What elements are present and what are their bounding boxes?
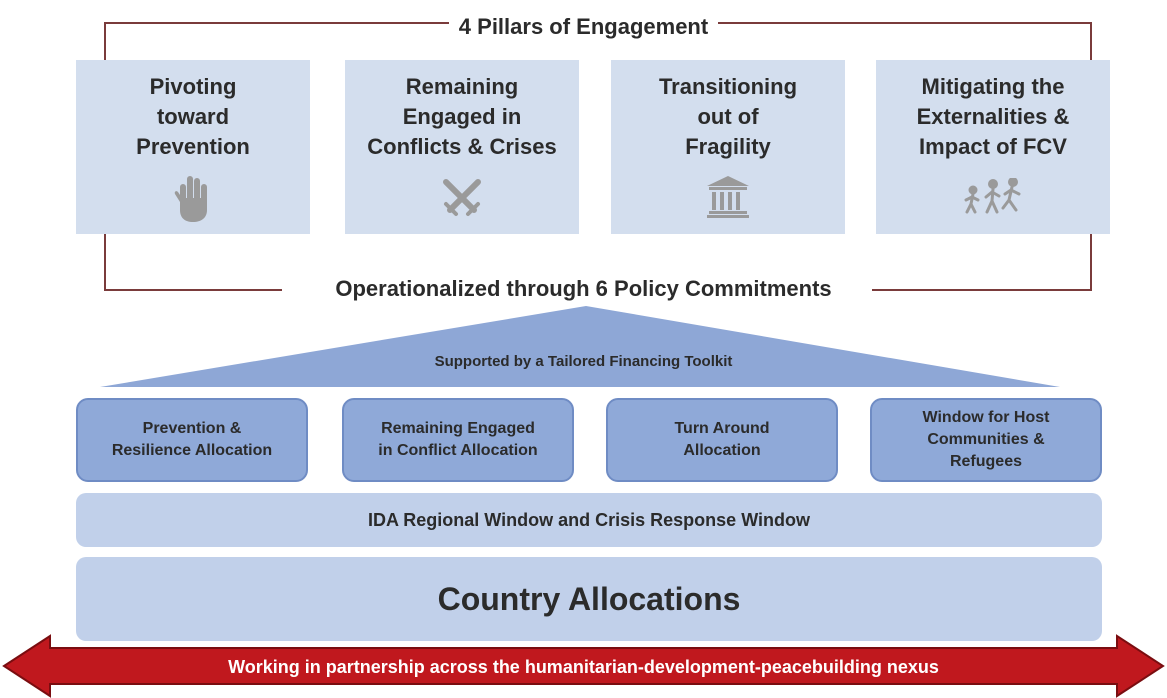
pillar-label-line: Remaining [405,74,519,99]
allocation-line: Allocation [683,442,761,459]
pillar-label-line: Prevention [136,134,250,159]
institution-building-icon [707,176,749,218]
hand-icon [174,176,207,222]
pillar-label-line: toward [156,104,230,129]
country-allocations-label: Country Allocations [437,580,741,617]
pillar-label-line: Pivoting [149,74,237,99]
pillar-label-line: Mitigating the [921,74,1065,99]
allocation-line: Prevention & [142,420,242,437]
top-bracket-left-vertical [104,22,106,60]
pillar-label-line: Transitioning [658,74,798,99]
pillar-prevention: Pivoting toward Prevention [76,60,310,234]
allocation-remaining-engaged: Remaining Engaged in Conflict Allocation [342,398,574,482]
country-allocations-band: Country Allocations [76,557,1102,641]
double-arrow-shape [2,634,1165,698]
allocation-prevention: Prevention & Resilience Allocation [76,398,308,482]
pillar-label-line: out of [697,104,759,129]
roof-triangle [100,306,1060,387]
allocation-line: in Conflict Allocation [378,442,538,459]
pillar-conflicts: Remaining Engaged in Conflicts & Crises [345,60,579,234]
bottom-bracket-left-horizontal [104,289,282,291]
bottom-bracket-right-vertical [1090,234,1092,290]
partnership-label: Working in partnership across the humani… [228,657,939,677]
regional-window-band: IDA Regional Window and Crisis Response … [76,493,1102,547]
allocation-line: Remaining Engaged [381,420,535,437]
crossed-swords-icon [443,179,481,216]
operationalized-label: Operationalized through 6 Policy Commitm… [335,276,832,301]
pillar-label-line: Fragility [685,134,771,159]
allocation-line: Refugees [949,453,1022,470]
allocation-turn-around: Turn Around Allocation [606,398,838,482]
pillar-label-line: Conflicts & Crises [367,134,557,159]
bottom-bracket-left-vertical [104,234,106,290]
pillar-label-line: Externalities & [916,104,1070,129]
people-running-icon [964,178,1021,214]
regional-window-label: IDA Regional Window and Crisis Response … [367,509,811,530]
diagram-title: 4 Pillars of Engagement [0,14,1167,40]
top-bracket-right-vertical [1090,22,1092,60]
partnership-arrow [2,634,1165,698]
allocation-line: Turn Around [674,420,770,437]
allocation-line: Resilience Allocation [111,442,273,459]
allocation-host-communities: Window for Host Communities & Refugees [870,398,1102,482]
allocation-line: Communities & [927,431,1045,448]
allocation-line: Window for Host [922,409,1050,426]
pillar-label-line: Engaged in [402,104,522,129]
pillar-externalities: Mitigating the Externalities & Impact of… [876,60,1110,234]
pillar-label-line: Impact of FCV [919,134,1067,159]
bottom-bracket-right-horizontal [872,289,1092,291]
pillar-fragility: Transitioning out of Fragility [611,60,845,234]
toolkit-label: Supported by a Tailored Financing Toolki… [434,353,733,370]
